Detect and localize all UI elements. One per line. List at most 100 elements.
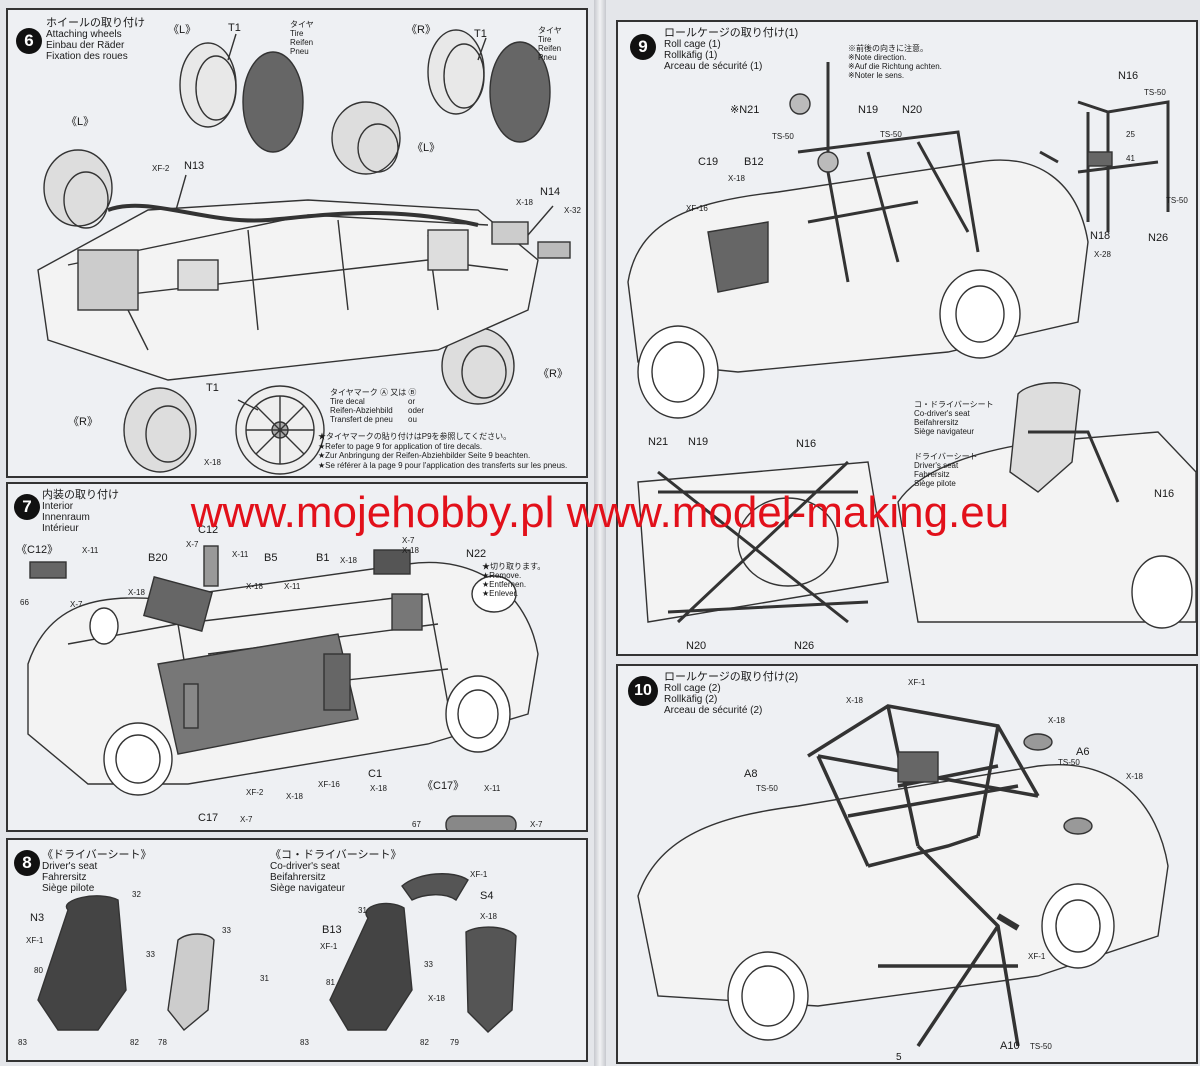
- label-N18: N18: [1090, 230, 1111, 242]
- label-L-1: 《L》: [168, 24, 197, 36]
- step-7-title-jp: 内装の取り付け: [42, 489, 119, 501]
- page-spine: [594, 0, 606, 1066]
- codriver-seat-fr: Siège navigateur: [914, 427, 975, 436]
- label-N20-lower: N20: [686, 640, 707, 652]
- codriver-seat-jp: コ・ドライバーシート: [914, 400, 994, 409]
- codriver-seat-de: Beifahrersitz: [914, 418, 959, 427]
- page-number: 5: [896, 1052, 902, 1063]
- or-fr: ou: [408, 415, 417, 424]
- label-81: 81: [326, 978, 335, 987]
- label-XF-2-s7: XF-2: [246, 788, 264, 797]
- tire-decal-fr: Transfert de pneu: [330, 415, 393, 424]
- tire-label-2: タイヤ Tire Reifen Pneu: [538, 26, 562, 62]
- direction-note-jp: ※前後の向きに注意。: [848, 44, 928, 53]
- driver-title-jp: 《ドライバーシート》: [42, 849, 152, 861]
- label-X-18-s10c: X-18: [1126, 772, 1143, 781]
- label-C19: C19: [698, 156, 719, 168]
- direction-note-fr: ※Noter le sens.: [848, 71, 905, 80]
- label-X-18-s7c: X-18: [340, 556, 357, 565]
- label-79: 79: [450, 1038, 459, 1047]
- step-7-drawing: [27, 545, 539, 830]
- step-9-title-jp: ロールケージの取り付け(1): [664, 27, 799, 39]
- label-31-b: 31: [358, 906, 367, 915]
- driver-seat-en: Driver's seat: [914, 461, 959, 470]
- label-TS-50-s9d: TS-50: [1166, 196, 1188, 205]
- label-33-a: 33: [146, 950, 155, 959]
- label-N26: N26: [1148, 232, 1169, 244]
- label-A8: A8: [744, 768, 758, 780]
- label-C17-bracket: 《C17》: [422, 780, 465, 792]
- tire-label-1-fr: Pneu: [290, 47, 309, 56]
- label-B5: B5: [264, 552, 278, 564]
- tire-label-1-jp: タイヤ: [290, 20, 314, 29]
- label-82-b: 82: [420, 1038, 429, 1047]
- label-X-32: X-32: [564, 206, 581, 215]
- label-N21-lower: N21: [648, 436, 669, 448]
- label-X-11-s7a: X-11: [82, 546, 99, 555]
- watermark-text: www.mojehobby.pl www.model-making.eu: [190, 488, 1010, 537]
- label-T1-a: T1: [228, 22, 241, 34]
- remove-note-de: ★Entfernen.: [482, 580, 527, 589]
- step-10-title-jp: ロールケージの取り付け(2): [664, 671, 799, 683]
- label-L-2: 《L》: [66, 116, 95, 128]
- tire-decal-label: タイヤマーク Ⓐ 又は Ⓑ Tire decal Reifen-Abziehbi…: [330, 388, 416, 424]
- label-TS-50-s9a: TS-50: [772, 132, 794, 141]
- label-X-18-s10b: X-18: [1048, 716, 1065, 725]
- step-8-drawing: [37, 873, 517, 1033]
- label-X-18-s9: X-18: [728, 174, 745, 183]
- direction-note: ※前後の向きに注意。 ※Note direction. ※Auf die Ric…: [848, 44, 942, 80]
- label-R-3: 《R》: [68, 416, 98, 428]
- tire-decal-en: Tire decal: [330, 397, 365, 406]
- codriver-title-en: Co-driver's seat: [270, 861, 340, 872]
- label-X-7-s7b: X-7: [186, 540, 199, 549]
- label-80: 80: [34, 966, 43, 975]
- label-XF-1-s8a: XF-1: [26, 936, 44, 945]
- direction-note-de: ※Auf die Richtung achten.: [848, 62, 942, 71]
- label-41: 41: [1126, 154, 1135, 163]
- tire-label-1-en: Tire: [290, 29, 304, 38]
- label-X-7-s7c: X-7: [402, 536, 415, 545]
- step-6-title-fr: Fixation des roues: [46, 51, 128, 62]
- label-C12-bracket: 《C12》: [16, 544, 59, 556]
- step-10-panel: 10 ロールケージの取り付け(2) Roll cage (2) Rollkäfi…: [616, 664, 1198, 1064]
- label-25: 25: [1126, 130, 1135, 139]
- label-X-11-s7d: X-11: [484, 784, 501, 793]
- label-T1-b: T1: [474, 28, 487, 40]
- step-8-panel: 8 《ドライバーシート》 Driver's seat Fahrersitz Si…: [6, 838, 588, 1062]
- label-XF-1-s10b: XF-1: [1028, 952, 1046, 961]
- label-31-a: 31: [260, 974, 269, 983]
- label-TS-50-s9c: TS-50: [1144, 88, 1166, 97]
- label-N21: ※N21: [730, 104, 760, 116]
- label-N22: N22: [466, 548, 487, 560]
- label-N16: N16: [1118, 70, 1139, 82]
- label-X-18-s6a: X-18: [516, 198, 533, 207]
- step-10-number: 10: [628, 676, 658, 706]
- step-7-title-de: Innenraum: [42, 512, 90, 523]
- driver-seat-fr: Siège pilote: [914, 479, 956, 488]
- label-TS-50-s10a: TS-50: [1058, 758, 1080, 767]
- step-7-title: 内装の取り付け Interior Innenraum Intérieur: [42, 489, 119, 535]
- step-6-panel: 6 ホイールの取り付け Attaching wheels Einbau der …: [6, 8, 588, 478]
- step-10-title: ロールケージの取り付け(2) Roll cage (2) Rollkäfig (…: [664, 671, 799, 717]
- codriver-seat-title: 《コ・ドライバーシート》 Co-driver's seat Beifahrers…: [270, 850, 402, 895]
- label-XF-1-s8b: XF-1: [470, 870, 488, 879]
- step-6-title-en: Attaching wheels: [46, 29, 122, 40]
- tire-decal-notes: ★タイヤマークの貼り付けはP9を参照してください。 ★Refer to page…: [318, 432, 580, 470]
- label-A10: A10: [1000, 1040, 1020, 1052]
- label-XF-16: XF-16: [318, 780, 340, 789]
- remove-note: ★切り取ります。 ★Remove. ★Entfernen. ★Enlever.: [482, 562, 545, 598]
- label-N20: N20: [902, 104, 923, 116]
- driver-title-de: Fahrersitz: [42, 872, 87, 883]
- label-B1: B1: [316, 552, 330, 564]
- label-C1: C1: [368, 768, 383, 780]
- step-10-title-fr: Arceau de sécurité (2): [664, 705, 763, 716]
- label-32: 32: [132, 890, 141, 899]
- label-83-a: 83: [18, 1038, 27, 1047]
- label-67: 67: [412, 820, 421, 829]
- step-8-number: 8: [14, 850, 40, 876]
- label-X-18-s7f: X-18: [370, 784, 387, 793]
- label-X-11-s7c: X-11: [284, 582, 301, 591]
- label-X-18-s7b: X-18: [246, 582, 263, 591]
- codriver-title-de: Beifahrersitz: [270, 872, 326, 883]
- step-6-title-jp: ホイールの取り付け: [46, 17, 145, 29]
